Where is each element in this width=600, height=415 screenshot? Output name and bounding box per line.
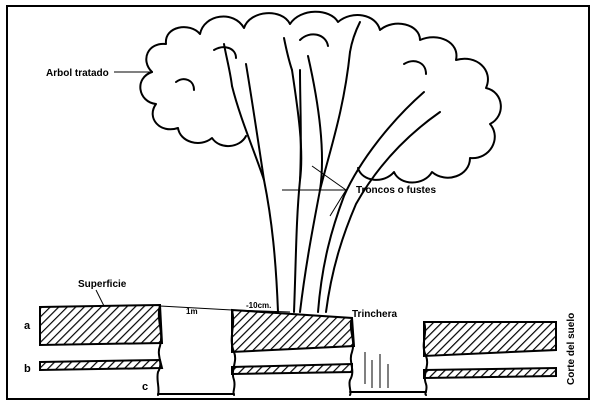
leader-surface — [95, 289, 105, 307]
soil-center — [230, 308, 356, 396]
label-layer-b: b — [24, 363, 31, 375]
soil-left — [39, 303, 164, 396]
leader-trunks-b — [329, 189, 347, 217]
trench-marks — [364, 352, 389, 388]
label-soil-cut: Corte del suelo — [566, 313, 577, 385]
tree-trunks — [223, 21, 441, 313]
soil-right — [422, 321, 557, 396]
leader-trunks-c — [311, 165, 347, 191]
label-tree: Arbol tratado — [46, 68, 109, 79]
frame-border — [6, 5, 590, 400]
dimension-line-10cm — [231, 309, 291, 313]
label-layer-c: c — [142, 381, 148, 393]
tree-canopy — [139, 10, 502, 184]
label-layer-a: a — [24, 320, 31, 332]
label-trunks: Troncos o fustes — [356, 185, 436, 196]
dimension-line-1m — [159, 305, 233, 311]
label-distance-10cm: -10cm. — [246, 301, 271, 310]
label-trench: Trinchera — [352, 309, 397, 320]
label-distance-1m: 1m — [186, 307, 198, 316]
label-surface: Superficie — [78, 279, 127, 290]
